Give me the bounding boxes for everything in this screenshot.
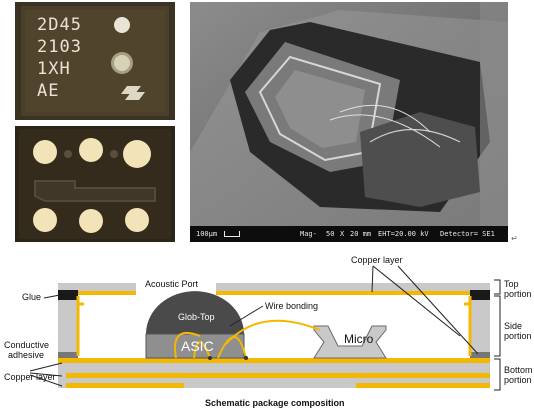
bottom-portion-label-2: portion	[504, 375, 532, 385]
pad	[79, 138, 103, 162]
glob-top	[146, 291, 244, 334]
conductive-label: Conductive	[4, 340, 50, 350]
chip-top-photo: 2D45 2103 1XH AE	[15, 2, 175, 120]
glue-label: Glue	[22, 292, 42, 302]
acoustic-port-label: Acoustic Port	[145, 279, 199, 289]
top-lid-right	[216, 283, 490, 292]
pad	[33, 140, 57, 164]
copper-layer-top-label: Copper layer	[351, 255, 403, 265]
st-logo	[121, 86, 145, 100]
top-portion-label-2: portion	[504, 289, 532, 299]
side-portion-label-1: Side	[504, 321, 523, 331]
top-portion-label-1: Top	[504, 279, 519, 289]
chip-marking-line: AE	[37, 81, 60, 101]
scale-bar	[224, 231, 240, 237]
package-schematic: Copper layer Acoustic Port Glue Wire bon…	[0, 246, 534, 412]
conductive-adhesive-right	[470, 352, 490, 362]
sem-x-label: X	[340, 230, 345, 238]
chip-marking-line: 2103	[37, 37, 82, 57]
chip-bottom-photo	[15, 126, 175, 242]
adhesive-label: adhesive	[8, 350, 45, 360]
pad	[79, 209, 103, 233]
diagram-caption: Schematic package composition	[205, 398, 345, 408]
bottom-portion-bracket	[494, 358, 501, 391]
chip-dot-icon	[114, 17, 130, 33]
pad	[33, 208, 57, 232]
micro-label: Micro	[344, 332, 374, 346]
glob-top-label: Glob-Top	[178, 312, 215, 322]
sem-mag-label: Mag-	[300, 230, 317, 238]
pad	[125, 208, 149, 232]
top-portion-bracket	[494, 279, 501, 295]
pad	[123, 140, 151, 168]
sem-mag-value: 50	[326, 230, 335, 238]
sem-eht: EHT=20.00 kV	[378, 230, 429, 238]
sem-wd: 20 mm	[350, 230, 372, 238]
sem-info-bar: 100µm Mag- 50 X 20 mm EHT=20.00 kV Detec…	[190, 226, 508, 242]
glue-left	[58, 290, 78, 300]
chip-marking-line: 1XH	[37, 59, 71, 79]
conductive-adhesive-left	[58, 352, 78, 362]
asic-label: ASIC	[181, 338, 214, 354]
glue-right	[470, 290, 490, 300]
bottom-portion-label-1: Bottom	[504, 365, 533, 375]
top-copper-layer	[216, 291, 490, 295]
left-side-wall	[58, 294, 78, 358]
side-portion-bracket	[494, 295, 501, 357]
micro-mems	[313, 325, 387, 359]
wire-bonding-label: Wire bonding	[265, 301, 319, 311]
sem-scale: 100µm	[196, 230, 218, 238]
sem-detector: Detector= SE1	[440, 230, 495, 238]
bottom-copper-top	[58, 358, 490, 363]
right-side-wall	[470, 294, 490, 358]
sem-micrograph: 100µm Mag- 50 X 20 mm EHT=20.00 kV Detec…	[190, 2, 508, 242]
chip-marking-line: 2D45	[37, 15, 82, 35]
return-mark: ↵	[511, 234, 518, 243]
copper-layer-left-label: Copper layer	[4, 372, 56, 382]
top-lid-left	[58, 283, 136, 292]
side-portion-label-2: portion	[504, 331, 532, 341]
